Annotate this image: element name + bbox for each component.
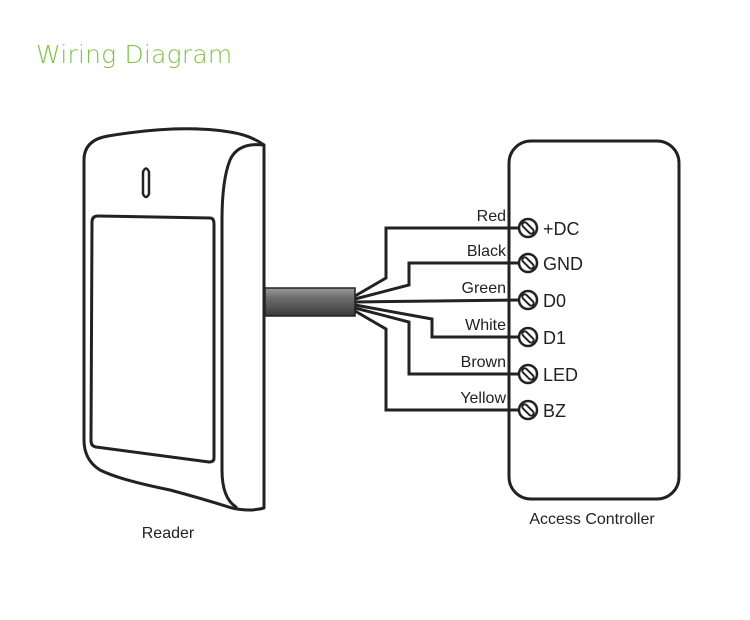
wire-white	[354, 303, 519, 339]
reader-card-area	[89, 214, 216, 464]
reader-body-side	[220, 143, 266, 509]
wires-group	[354, 226, 520, 412]
wire-label: Black	[467, 243, 507, 260]
terminal-screw-icon	[517, 363, 539, 385]
controller-body	[507, 139, 681, 501]
wire-black	[354, 261, 519, 301]
reader-cable	[264, 287, 356, 317]
reader-label: Reader	[142, 525, 195, 542]
wire-label: Red	[477, 208, 506, 225]
terminal-label: GND	[543, 254, 583, 274]
controller-label: Access Controller	[529, 511, 655, 528]
reader-device	[82, 127, 266, 512]
terminal-screw-icon	[517, 217, 539, 239]
terminals-group	[517, 217, 539, 421]
terminal-screw-icon	[517, 326, 539, 348]
terminal-label: D1	[543, 328, 566, 348]
terminal-label: LED	[543, 365, 578, 385]
wire-label: Yellow	[460, 390, 506, 407]
terminal-label: D0	[543, 291, 566, 311]
wire-yellow	[354, 309, 519, 412]
reader-led-slot	[141, 167, 151, 199]
diagram-title: Wiring Diagram	[36, 40, 233, 69]
wire-label: Green	[462, 280, 506, 297]
reader-body-front	[82, 127, 266, 512]
wire-brown	[354, 306, 519, 376]
terminal-label: BZ	[543, 401, 566, 421]
wire-label: White	[465, 317, 506, 334]
wire-red	[354, 226, 519, 298]
terminal-screw-icon	[517, 252, 539, 274]
wire-green	[354, 298, 520, 304]
terminal-screw-icon	[517, 399, 539, 421]
terminal-screw-icon	[517, 289, 539, 311]
terminal-label: +DC	[543, 219, 580, 239]
wire-label: Brown	[461, 354, 506, 371]
